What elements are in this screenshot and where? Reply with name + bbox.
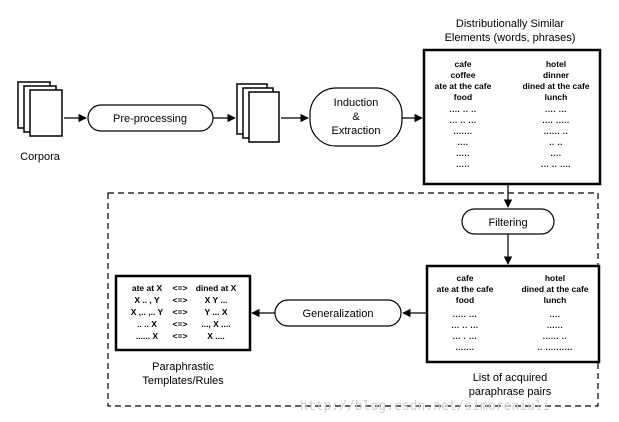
tmpl-left-1: X .. , Y	[134, 295, 160, 305]
dist-left-dots-3: ....	[458, 138, 469, 147]
dist-right-dots-3: .. ..	[549, 138, 563, 147]
watermark-text: http://blog.csdn.net/simoreniuli	[300, 399, 550, 414]
induction-label-2: &	[352, 111, 360, 123]
tmpl-left-2: X ,.. ,.. Y	[131, 307, 164, 317]
pairs-left-0: cafe	[456, 273, 473, 283]
tmpl-right-3: ..., X ....	[201, 319, 230, 329]
pairs-left-dots-3: .......	[455, 343, 474, 352]
dist-left-1: coffee	[450, 70, 475, 80]
dist-right-dots-5: ... .. ....	[541, 160, 571, 169]
dist-left-dots-0: .... .. ..	[449, 105, 476, 114]
pairs-right-dots-0: ....	[550, 310, 561, 319]
list-caption-2: paraphrase pairs	[469, 386, 552, 398]
templates-box	[114, 274, 252, 352]
learning-region	[107, 192, 599, 407]
dist-left-2: ate at the cafe	[435, 81, 492, 91]
list-caption-1: List of acquired	[473, 372, 548, 384]
dist-right-column: hotel dinner dined at the cafe lunch ...…	[522, 59, 589, 169]
dist-title-2: Elements (words, phrases)	[445, 32, 576, 44]
pairs-left-2: food	[456, 295, 474, 305]
dist-right-dots-4: ....	[551, 149, 562, 158]
pairs-right-dots-1: ......	[547, 321, 563, 330]
preprocessing-label: Pre-processing	[113, 113, 187, 125]
templates-rows: ate at X <=> dined at X X .. , Y <=> X Y…	[131, 283, 237, 341]
pairs-right-dots-2: ...... ..	[543, 332, 568, 341]
induction-label-1: Induction	[334, 97, 379, 109]
dist-left-dots-2: .......	[453, 127, 472, 136]
pairs-right-0: hotel	[545, 273, 565, 283]
dist-right-dots-0: .... ...	[545, 105, 567, 114]
tmpl-right-4: X ....	[207, 331, 224, 341]
pairs-right-dots-3: .. ..........	[537, 343, 572, 352]
pairs-left-dots-1: ... .. ...	[451, 321, 478, 330]
dist-right-2: dined at the cafe	[522, 81, 589, 91]
dist-left-0: cafe	[454, 59, 471, 69]
dist-right-0: hotel	[546, 59, 566, 69]
induction-label-3: Extraction	[332, 125, 381, 137]
templates-caption-2: Templates/Rules	[142, 375, 224, 387]
dist-similar-box	[422, 48, 602, 186]
tmpl-right-0: dined at X	[196, 283, 237, 293]
dist-right-3: lunch	[545, 92, 568, 102]
pairs-right-2: lunch	[544, 295, 567, 305]
dist-right-dots-1: .... .....	[542, 116, 569, 125]
templates-caption-1: Paraphrastic	[152, 361, 214, 373]
tmpl-op-0: <=>	[173, 283, 188, 293]
processed-docs-icon	[236, 83, 280, 143]
dist-left-column: cafe coffee ate at the cafe food .... ..…	[435, 59, 492, 169]
tmpl-right-2: Y ... X	[205, 307, 228, 317]
tmpl-left-4: ...... X	[136, 331, 159, 341]
dist-right-1: dinner	[543, 70, 570, 80]
dist-right-dots-2: ...... ..	[544, 127, 569, 136]
tmpl-left-3: .. .. X	[137, 319, 157, 329]
pairs-left-dots-0: ..... ...	[453, 310, 478, 319]
filtering-label: Filtering	[488, 217, 527, 229]
corpora-docs-icon	[17, 81, 63, 137]
pairs-right-1: dined at the cafe	[521, 284, 588, 294]
pairs-left-column: cafe ate at the cafe food ..... ... ... …	[437, 273, 494, 352]
corpora-label: Corpora	[20, 151, 61, 163]
tmpl-left-0: ate at X	[132, 283, 163, 293]
dist-left-3: food	[454, 92, 472, 102]
paraphrase-pairs-box	[425, 264, 601, 364]
tmpl-op-4: <=>	[173, 331, 188, 341]
dist-left-dots-4: .....	[456, 149, 470, 158]
pairs-left-dots-2: ... . ...	[453, 332, 478, 341]
generalization-label: Generalization	[303, 308, 374, 320]
dist-title-1: Distributionally Similar	[456, 18, 565, 30]
tmpl-op-3: <=>	[173, 319, 188, 329]
tmpl-op-1: <=>	[173, 295, 188, 305]
dist-left-dots-1: ... .. ...	[449, 116, 476, 125]
dist-left-dots-5: .....	[456, 160, 470, 169]
tmpl-right-1: X Y ...	[205, 295, 228, 305]
tmpl-op-2: <=>	[173, 307, 188, 317]
pairs-left-1: ate at the cafe	[437, 284, 494, 294]
induction-node	[309, 87, 403, 147]
pairs-right-column: hotel dined at the cafe lunch .... .....…	[521, 273, 588, 352]
